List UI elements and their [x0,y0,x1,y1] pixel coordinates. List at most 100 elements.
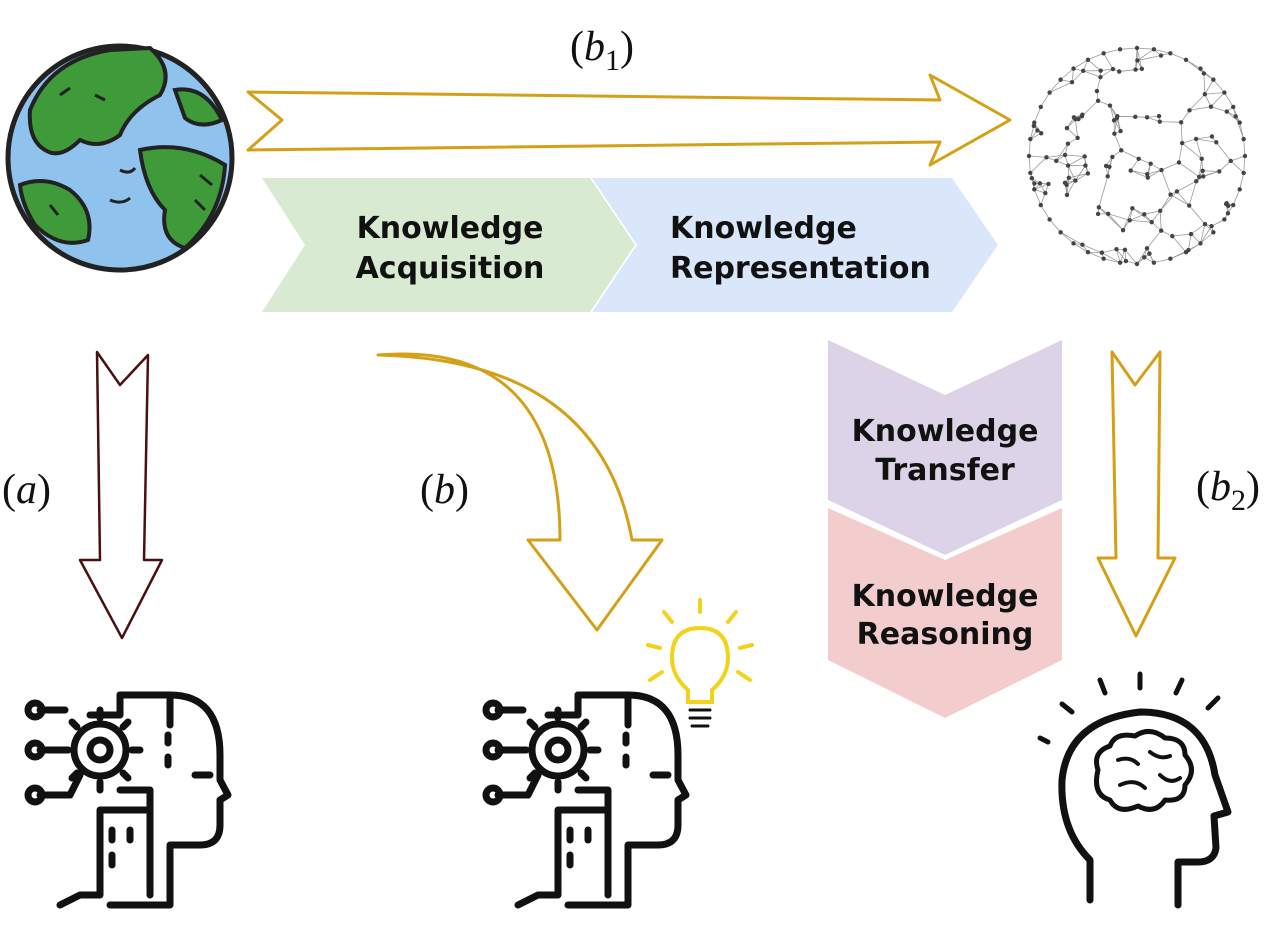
network-node [1058,77,1063,82]
network-sphere-icon [1026,45,1248,267]
network-node [1085,57,1091,62]
network-node [1029,175,1035,181]
earth-globe-icon [5,43,235,273]
network-node [1038,104,1043,110]
arrow-b [376,352,664,632]
network-node [1199,156,1204,162]
network-edge [1136,248,1148,265]
network-edge [1124,249,1138,265]
network-edge [1087,59,1101,71]
network-node [1148,161,1153,166]
network-edge [1146,116,1160,123]
network-edge [1060,232,1083,246]
network-node [1201,71,1207,76]
network-edge [1195,138,1203,159]
network-node [1170,233,1175,239]
network-node [1183,250,1189,255]
label-a-var: a [16,467,37,513]
network-node [1211,77,1216,82]
network-node [1231,202,1236,208]
network-node [1241,170,1246,176]
network-edge [1200,226,1212,244]
network-edge [1190,223,1206,235]
network-node [1105,211,1111,216]
label-b1: (b1) [570,24,634,77]
network-edge [1159,121,1182,123]
network-node [1187,108,1192,113]
network-node [1209,224,1214,229]
network-edge [1211,219,1225,227]
stage-reasoning: Knowledge Reasoning [828,508,1062,718]
network-edge [1109,105,1115,121]
network-node [1085,250,1091,255]
network-node [1120,227,1126,233]
network-node [1159,167,1164,173]
network-edge [1200,223,1206,244]
network-node [1136,156,1141,161]
network-node [1209,134,1215,139]
network-edge [1122,208,1133,231]
network-edge [1119,249,1126,263]
network-node [1202,92,1208,97]
network-node [1128,168,1133,173]
network-node [1237,120,1242,125]
network-edge [1081,100,1099,117]
svg-text:(a): (a) [2,467,51,513]
network-node [1069,79,1075,85]
network-edge [1130,170,1148,175]
network-node [1035,128,1040,133]
network-edge [1159,210,1162,231]
network-edge [1030,157,1047,174]
network-node [1064,192,1070,198]
acquisition-line1: Knowledge [357,211,544,246]
network-node [1083,163,1088,168]
network-node [1211,230,1216,235]
network-edge [1176,191,1190,206]
network-node [1241,136,1246,142]
network-edge [1121,150,1139,160]
network-node [1201,174,1206,179]
network-edge [1180,110,1190,123]
network-node [1032,120,1037,125]
network-node [1110,66,1116,72]
network-node [1193,136,1199,142]
network-edge [1153,258,1171,264]
network-node [1156,113,1162,119]
network-edge [1107,213,1124,231]
network-node [1157,119,1162,124]
svg-text:(b2): (b2) [1196,464,1260,517]
label-b2-close: ) [1246,464,1260,510]
network-edge [1161,169,1171,195]
label-b-var: b [434,467,455,513]
network-node [1145,172,1150,177]
network-edge [1230,160,1244,174]
network-edge [1204,92,1225,95]
network-node [1065,163,1071,168]
network-edge [1239,122,1245,140]
transfer-line2: Transfer [875,453,1015,488]
label-b1-sub: 1 [605,44,620,77]
network-node [1242,153,1248,159]
network-node [1117,47,1123,52]
network-node [1198,66,1203,71]
network-node [1151,47,1157,52]
network-edge [1226,111,1240,123]
network-edge [1196,138,1217,143]
network-node [1095,98,1101,103]
network-node [1115,114,1120,119]
network-edge [1153,48,1171,54]
network-edge [1060,68,1074,80]
network-edge [1098,207,1124,231]
network-node [1046,181,1051,187]
network-node [1079,114,1085,119]
network-node [1149,219,1154,225]
network-edge [1170,194,1190,206]
network-edge [1198,158,1203,178]
network-node [1028,136,1033,142]
network-node [1178,120,1184,125]
network-edge [1129,213,1145,221]
label-b1-var: b [584,24,605,70]
network-edge [1136,47,1143,69]
network-edge [1049,79,1061,93]
network-edge [1188,181,1197,206]
